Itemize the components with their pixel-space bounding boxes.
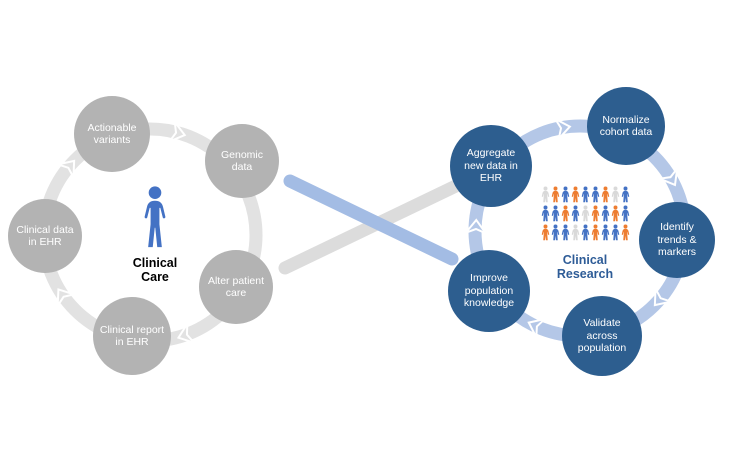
clinical-research-arrows xyxy=(462,116,679,341)
node-identify-trends-markers: Identify trends & markers xyxy=(639,202,715,278)
node-alter-patient-care: Alter patient care xyxy=(199,250,273,324)
crowd-row xyxy=(541,205,630,222)
node-validate-across-population: Validate across population xyxy=(562,296,642,376)
person-icon xyxy=(621,186,629,203)
person-icon xyxy=(601,224,609,241)
person-icon xyxy=(611,224,619,241)
node-clinical-report-in-ehr: Clinical report in EHR xyxy=(93,297,171,375)
node-genomic-data: Genomic data xyxy=(205,124,279,198)
person-icon xyxy=(601,205,609,222)
person-icon xyxy=(561,186,569,203)
person-icon xyxy=(541,186,549,203)
person-icon xyxy=(581,224,589,241)
person-icon xyxy=(571,224,579,241)
connector-ribbon-blue xyxy=(283,174,459,266)
node-actionable-variants: Actionable variants xyxy=(74,96,150,172)
person-icon xyxy=(551,186,559,203)
person-icon xyxy=(621,205,629,222)
node-label: Identify trends & markers xyxy=(657,221,697,259)
person-icon xyxy=(551,205,559,222)
clinical-care-label: Clinical Care xyxy=(132,256,178,285)
person-icon xyxy=(591,205,599,222)
arrow-chevron-icon xyxy=(527,317,549,341)
arrow-chevron-icon xyxy=(56,288,78,310)
person-icon xyxy=(591,186,599,203)
person-icon xyxy=(581,186,589,203)
arrow-chevron-icon xyxy=(176,320,198,345)
node-clinical-data-in-ehr: Clinical data in EHR xyxy=(8,199,82,273)
person-icon xyxy=(601,186,609,203)
arrow-chevron-icon xyxy=(653,285,675,307)
person-icon xyxy=(571,186,579,203)
person-icon xyxy=(611,205,619,222)
node-label: Alter patient care xyxy=(207,274,265,299)
node-normalize-cohort-data: Normalize cohort data xyxy=(587,87,665,165)
arrow-chevron-icon xyxy=(462,218,489,236)
node-improve-population-knowledge: Improve population knowledge xyxy=(448,250,530,332)
node-aggregate-new-data: Aggregate new data in EHR xyxy=(450,125,532,207)
node-label: Validate across population xyxy=(577,317,627,355)
person-icon xyxy=(571,205,579,222)
person-icon xyxy=(144,186,166,248)
person-icon xyxy=(591,224,599,241)
population-crowd-icon xyxy=(537,186,633,241)
person-icon xyxy=(581,205,589,222)
person-icon xyxy=(621,224,629,241)
node-label: Improve population knowledge xyxy=(463,272,515,310)
crowd-row xyxy=(541,224,630,241)
arrow-chevron-icon xyxy=(166,118,187,144)
arrow-chevron-icon xyxy=(552,116,572,143)
node-label: Normalize cohort data xyxy=(599,113,653,138)
clinical-care-arrows xyxy=(54,118,198,345)
person-icon xyxy=(611,186,619,203)
node-label: Genomic data xyxy=(220,148,263,173)
node-label: Aggregate new data in EHR xyxy=(464,147,518,185)
crowd-row xyxy=(541,186,630,203)
node-label: Clinical report in EHR xyxy=(99,323,165,348)
arrow-chevron-icon xyxy=(656,165,679,187)
person-icon xyxy=(551,224,559,241)
arrow-chevron-icon xyxy=(54,159,76,181)
clinical-research-label: Clinical Research xyxy=(556,253,614,282)
person-icon xyxy=(561,224,569,241)
node-label: Clinical data in EHR xyxy=(16,223,74,248)
person-icon xyxy=(561,205,569,222)
person-icon xyxy=(541,224,549,241)
node-label: Actionable variants xyxy=(87,121,137,146)
person-icon xyxy=(541,205,549,222)
